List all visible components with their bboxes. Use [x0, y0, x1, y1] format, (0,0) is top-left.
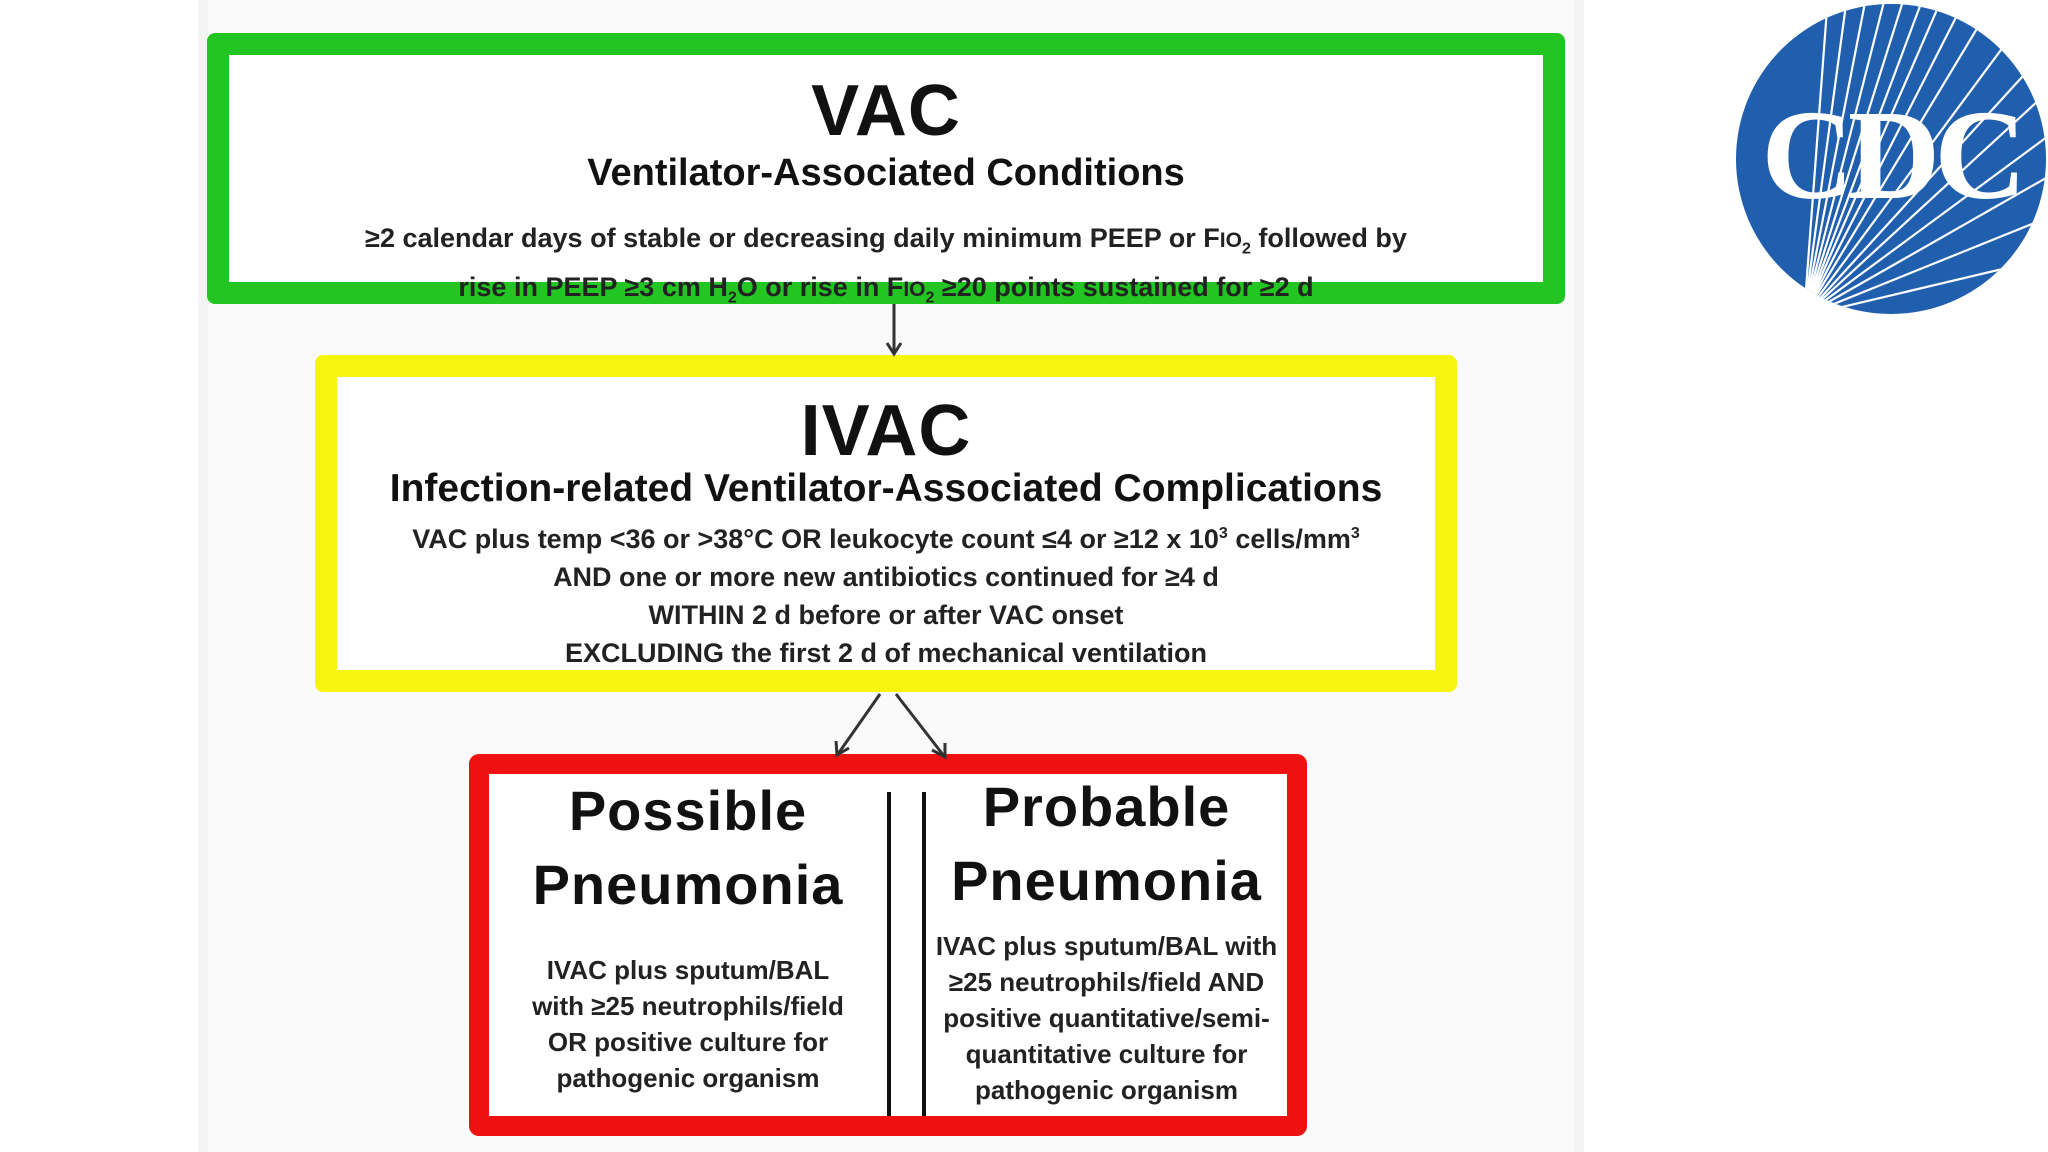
- vac-definition-line-1: ≥2 calendar days of stable or decreasing…: [365, 223, 1407, 258]
- ivac-title: IVAC: [800, 391, 972, 471]
- ivac-definition-line-2: AND one or more new antibiotics continue…: [553, 562, 1219, 592]
- ivac-definition-line-3: WITHIN 2 d before or after VAC onset: [648, 600, 1124, 630]
- possible-criteria-line: IVAC plus sputum/BAL: [546, 955, 830, 985]
- ivac-definition-line-1: VAC plus temp <36 or >38°C OR leukocyte …: [412, 524, 1360, 554]
- possible-title-line-2: Pneumonia: [532, 853, 844, 916]
- column-divider-right: [922, 792, 926, 1116]
- possible-criteria-line: OR positive culture for: [547, 1027, 829, 1057]
- probable-title-line-1: Probable: [982, 775, 1231, 838]
- cdc-logo-text: CDC: [1761, 84, 2020, 226]
- ivac-definition-line-4: EXCLUDING the first 2 d of mechanical ve…: [564, 638, 1208, 668]
- probable-criteria-line: IVAC plus sputum/BAL with: [935, 931, 1278, 961]
- vac-box: VAC Ventilator-Associated Conditions ≥2 …: [207, 33, 1565, 307]
- probable-pneumonia-title: Probable Pneumonia: [926, 770, 1287, 918]
- cdc-logo-rays: [1802, 4, 2046, 314]
- cdc-logo-disc: [1736, 4, 2046, 314]
- possible-pneumonia-title: Possible Pneumonia: [489, 774, 887, 922]
- probable-criteria-line: quantitative culture for: [965, 1039, 1248, 1069]
- probable-criteria-line: pathogenic organism: [975, 1075, 1238, 1105]
- ivac-box: IVAC Infection-related Ventilator-Associ…: [315, 355, 1457, 692]
- possible-criteria-line: pathogenic organism: [556, 1063, 820, 1093]
- probable-criteria-line: ≥25 neutrophils/field AND: [948, 967, 1265, 997]
- possible-criteria-line: with ≥25 neutrophils/field: [532, 991, 844, 1021]
- vac-subtitle: Ventilator-Associated Conditions: [587, 152, 1185, 194]
- vac-definition-line-2: rise in PEEP ≥3 cm H2O or rise in FIO2 ≥…: [458, 272, 1314, 307]
- possible-pneumonia-criteria: IVAC plus sputum/BAL with ≥25 neutrophil…: [489, 952, 887, 1096]
- vac-title: VAC: [811, 71, 961, 151]
- probable-criteria-line: positive quantitative/semi-: [943, 1003, 1270, 1033]
- cdc-logo: CDC: [1736, 4, 2046, 314]
- ivac-definition: VAC plus temp <36 or >38°C OR leukocyte …: [337, 515, 1435, 672]
- vac-definition: ≥2 calendar days of stable or decreasing…: [229, 219, 1543, 318]
- ivac-subtitle: Infection-related Ventilator-Associated …: [389, 467, 1383, 510]
- probable-title-line-2: Pneumonia: [951, 849, 1262, 912]
- possible-pneumonia-column: Possible Pneumonia IVAC plus sputum/BAL …: [489, 774, 887, 1116]
- probable-pneumonia-column: Probable Pneumonia IVAC plus sputum/BAL …: [926, 774, 1287, 1116]
- probable-pneumonia-criteria: IVAC plus sputum/BAL with ≥25 neutrophil…: [926, 928, 1287, 1108]
- column-divider-left: [887, 792, 891, 1116]
- pneumonia-box: Possible Pneumonia IVAC plus sputum/BAL …: [469, 754, 1307, 1136]
- possible-title-line-1: Possible: [568, 779, 808, 842]
